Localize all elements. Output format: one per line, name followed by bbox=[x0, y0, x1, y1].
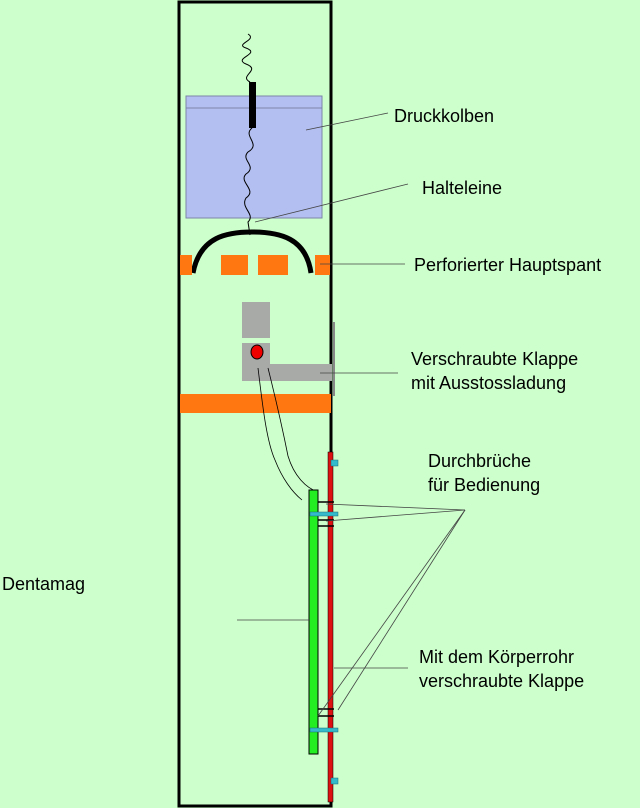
retaining-line bbox=[243, 127, 254, 236]
flap-arm bbox=[270, 364, 332, 381]
piston-rod bbox=[249, 82, 256, 128]
label-durchbrueche-line2: für Bedienung bbox=[428, 475, 541, 495]
ejection-charge bbox=[250, 344, 264, 360]
label-klappe-line2: mit Ausstossladung bbox=[411, 373, 567, 393]
body-flap bbox=[327, 451, 334, 803]
leader-lines bbox=[237, 112, 466, 717]
flap-grey-block-top bbox=[242, 302, 270, 338]
dentamag-unit bbox=[308, 489, 319, 755]
label-halteleine: Halteleine bbox=[422, 178, 503, 198]
screws bbox=[309, 459, 339, 785]
label-koerper-line1: Mit dem Körperrohr bbox=[419, 647, 575, 667]
igniter-wire-2 bbox=[267, 367, 319, 493]
perforated-bulkhead bbox=[180, 255, 330, 275]
igniter-wire-1 bbox=[257, 367, 303, 501]
control-openings bbox=[318, 501, 334, 717]
label-dentamag: Dentamag bbox=[2, 574, 86, 594]
label-druckkolben: Druckkolben bbox=[394, 106, 495, 126]
label-durchbrueche-line1: Durchbrüche bbox=[428, 451, 532, 471]
label-koerper-line2: verschraubte Klappe bbox=[419, 671, 585, 691]
label-hauptspant: Perforierter Hauptspant bbox=[414, 255, 602, 275]
lower-bulkhead bbox=[180, 394, 331, 413]
retaining-loop bbox=[190, 229, 314, 274]
label-klappe-line1: Verschraubte Klappe bbox=[411, 349, 579, 369]
piston-spring-wire bbox=[241, 33, 253, 83]
